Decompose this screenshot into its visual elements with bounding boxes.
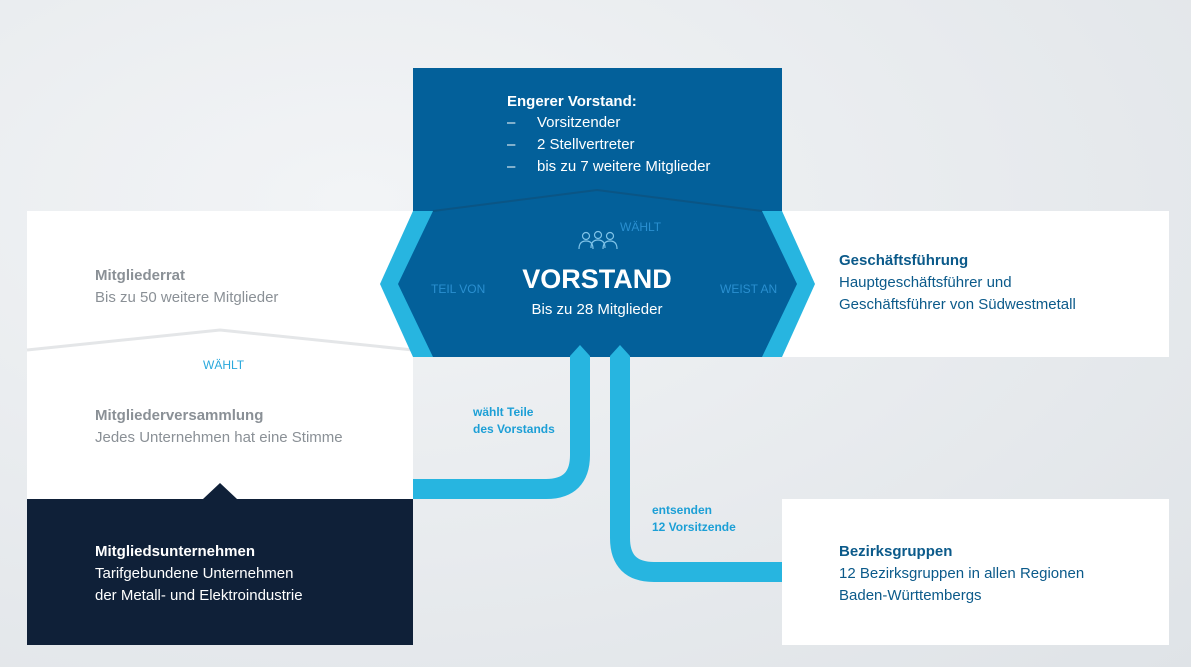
mitglieder-divider (26, 328, 414, 352)
list-item: – 2 Stellvertreter (507, 134, 710, 156)
mitgliederversammlung-title: Mitgliederversammlung (95, 407, 264, 424)
people-group-icon (578, 230, 618, 250)
connector-right-arrow (610, 345, 630, 356)
mitgliederversammlung: Mitgliederversammlung Jedes Unternehmen … (95, 407, 343, 449)
vorstand-top-line (432, 188, 763, 212)
item-text: Vorsitzender (537, 114, 621, 131)
geschaeftsfuehrung-box (782, 211, 1169, 357)
engerer-vorstand-box (413, 68, 782, 211)
connector-right-label: entsenden 12 Vorsitzende (652, 502, 736, 536)
mitgliederversammlung-text: Jedes Unternehmen hat eine Stimme (95, 429, 343, 446)
arrow-up (203, 483, 237, 499)
bezirksgruppen-title: Bezirksgruppen (839, 543, 953, 560)
connector-right-line2: 12 Vorsitzende (652, 520, 736, 534)
connector-left-arrow (570, 345, 590, 356)
bullet: – (507, 158, 516, 175)
geschaeftsfuehrung-line1: Hauptgeschäftsführer und (839, 274, 1012, 291)
connector-left-label: wählt Teile des Vorstands (473, 404, 555, 438)
waehlt-label: WÄHLT (203, 358, 245, 372)
mitgliederrat: Mitgliederrat Bis zu 50 weitere Mitglied… (95, 267, 278, 309)
connector-right (610, 356, 782, 582)
geschaeftsfuehrung: Geschäftsführung Hauptgeschäftsführer un… (839, 252, 1076, 316)
mitgliederrat-text: Bis zu 50 weitere Mitglieder (95, 289, 279, 306)
connector-left-line2: des Vorstands (473, 422, 555, 436)
bezirksgruppen-line2: Baden-Württembergs (839, 587, 982, 604)
bezirksgruppen: Bezirksgruppen 12 Bezirksgruppen in alle… (839, 543, 1084, 607)
vorstand-subtitle: Bis zu 28 Mitglieder (531, 301, 663, 318)
bezirksgruppen-box (782, 499, 1169, 645)
list-item: – bis zu 7 weitere Mitglieder (507, 156, 710, 178)
mitgliedsunternehmen-line2: der Metall- und Elektroindustrie (95, 587, 303, 604)
mitgliedsunternehmen-box (27, 499, 413, 645)
bullet: – (507, 114, 516, 131)
mitgliedsunternehmen-line1: Tarifgebundene Unternehmen (95, 565, 294, 582)
engerer-vorstand-title: Engerer Vorstand: (507, 93, 637, 110)
bezirksgruppen-line1: 12 Bezirksgruppen in allen Regionen (839, 565, 1085, 582)
item-text: bis zu 7 weitere Mitglieder (537, 158, 711, 175)
bullet: – (507, 136, 516, 153)
connector-right-line1: entsenden (652, 503, 713, 517)
teil-von-label: TEIL VON (431, 282, 486, 296)
item-text: 2 Stellvertreter (537, 136, 635, 153)
geschaeftsfuehrung-title: Geschäftsführung (839, 252, 969, 269)
vorstand-waehlt-label: WÄHLT (620, 220, 662, 234)
connector-left-line1: wählt Teile (473, 405, 534, 419)
mitgliedsunternehmen: Mitgliedsunternehmen Tarifgebundene Unte… (95, 543, 303, 607)
vorstand-hexagon (398, 211, 797, 357)
geschaeftsfuehrung-line2: Geschäftsführer von Südwestmetall (839, 296, 1076, 313)
vorstand-title: VORSTAND (522, 264, 672, 294)
list-item: – Vorsitzender (507, 112, 710, 134)
connector-left (413, 356, 590, 499)
engerer-vorstand: Engerer Vorstand: – Vorsitzender – 2 Stell… (507, 93, 710, 178)
weist-an-label: WEIST AN (720, 282, 778, 296)
mitgliedsunternehmen-title: Mitgliedsunternehmen (95, 543, 256, 560)
mitgliederrat-title: Mitgliederrat (95, 267, 186, 284)
mitglieder-box (27, 211, 413, 499)
